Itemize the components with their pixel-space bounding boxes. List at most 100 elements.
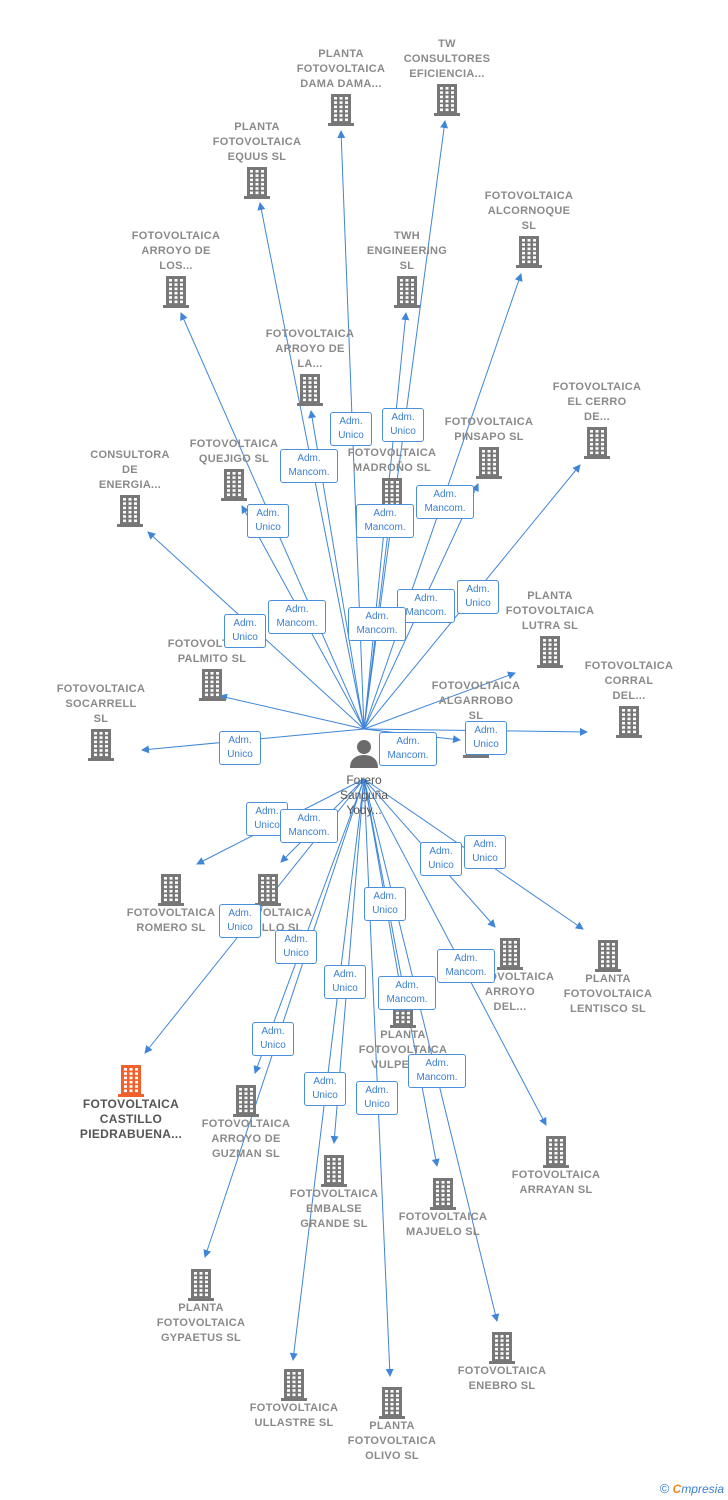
role-badge-socarrell: Adm. Unico (219, 731, 261, 765)
company-node-equus[interactable]: PLANTA FOTOVOLTAICA EQUUS SL (192, 120, 322, 199)
company-label: FOTOVOLTAICA ULLASTRE SL (249, 1402, 339, 1429)
company-node-lutra[interactable]: PLANTA FOTOVOLTAICA LUTRA SL (485, 589, 615, 668)
company-label: PLANTA FOTOVOLTAICA LENTISCO SL (563, 973, 653, 1015)
role-badge-embalse: Adm. Unico (324, 965, 366, 999)
brand-name: mpresia (681, 1482, 724, 1496)
company-label: PLANTA FOTOVOLTAICA GYPAETUS SL (156, 1302, 246, 1344)
company-node-enebro[interactable]: FOTOVOLTAICA ENEBRO SL (437, 1330, 567, 1394)
company-node-gypaetus[interactable]: PLANTA FOTOVOLTAICA GYPAETUS SL (136, 1267, 266, 1346)
edge-lutra (363, 671, 516, 730)
building-icon (221, 469, 247, 501)
building-icon (233, 1085, 259, 1117)
company-node-quejigo[interactable]: FOTOVOLTAICA QUEJIGO SL (169, 437, 299, 501)
copyright-symbol: © (659, 1481, 670, 1496)
role-badge-lentisco: Adm. Unico (464, 835, 506, 869)
company-node-majuelo[interactable]: FOTOVOLTAICA MAJUELO SL (378, 1176, 508, 1240)
role-badge-tomillo: Adm. Mancom. (280, 809, 338, 843)
company-node-socarrell[interactable]: FOTOVOLTAICA SOCARRELL SL (36, 682, 166, 761)
building-icon (516, 236, 542, 268)
building-icon (188, 1269, 214, 1301)
company-label: TWH ENGINEERING SL (366, 230, 448, 272)
role-badge-guzman: Adm. Unico (275, 930, 317, 964)
role-badge-madrono: Adm. Mancom. (348, 607, 406, 641)
building-icon (616, 706, 642, 738)
company-label: FOTOVOLTAICA PALMITO SL (167, 638, 257, 665)
company-label: FOTOVOLTAICA ARROYO DE LA... (265, 328, 355, 370)
center-person-label: Forero Sanguña Yody... (339, 773, 389, 817)
building-icon (321, 1155, 347, 1187)
company-node-algarrobo[interactable]: FOTOVOLTAICA ALGARROBO SL (411, 679, 541, 758)
building-icon (543, 1136, 569, 1168)
company-node-arroyodel[interactable]: FOTOVOLTAICA ARROYO DEL... (445, 936, 575, 1015)
company-node-tw[interactable]: TW CONSULTORES EFICIENCIA... (382, 37, 512, 116)
edge-olivo (363, 778, 394, 1377)
company-node-ullastre[interactable]: FOTOVOLTAICA ULLASTRE SL (229, 1367, 359, 1431)
role-badge-olivo: Adm. Unico (356, 1081, 398, 1115)
company-node-arrayan[interactable]: FOTOVOLTAICA ARRAYAN SL (491, 1134, 621, 1198)
building-icon (88, 729, 114, 761)
company-label: FOTOVOLTAICA ALCORNOQUE SL (484, 190, 574, 232)
company-node-castillo[interactable]: FOTOVOLTAICA CASTILLO PIEDRABUENA... (66, 1063, 196, 1142)
company-node-olivo[interactable]: PLANTA FOTOVOLTAICA OLIVO SL (327, 1385, 457, 1464)
building-icon (476, 447, 502, 479)
company-node-romero[interactable]: FOTOVOLTAICA ROMERO SL (106, 872, 236, 936)
brand-initial: C (672, 1482, 682, 1496)
company-label: FOTOVOLTAICA ARRAYAN SL (511, 1169, 601, 1196)
company-node-lentisco[interactable]: PLANTA FOTOVOLTAICA LENTISCO SL (543, 938, 673, 1017)
building-icon (244, 167, 270, 199)
company-node-guzman[interactable]: FOTOVOLTAICA ARROYO DE GUZMAN SL (181, 1083, 311, 1162)
company-label: FOTOVOLTAICA MAJUELO SL (398, 1211, 488, 1238)
company-node-arroyolos[interactable]: FOTOVOLTAICA ARROYO DE LOS... (111, 229, 241, 308)
building-icon (117, 495, 143, 527)
building-icon (118, 1065, 144, 1097)
role-badge-enebro: Adm. Unico (364, 887, 406, 921)
role-badge-twh: Adm. Mancom. (356, 504, 414, 538)
building-icon (537, 636, 563, 668)
company-label: TW CONSULTORES EFICIENCIA... (403, 38, 491, 80)
building-icon (394, 276, 420, 308)
center-person-node[interactable]: Forero Sanguña Yody... (319, 737, 409, 818)
building-icon (255, 874, 281, 906)
company-node-twh[interactable]: TWH ENGINEERING SL (342, 229, 472, 308)
company-node-pinsapo[interactable]: FOTOVOLTAICA PINSAPO SL (424, 415, 554, 479)
copyright-footer: © Cmpresia (660, 1481, 724, 1496)
company-label: FOTOVOLTAICA EL CERRO DE... (552, 381, 642, 423)
role-badge-dama: Adm. Unico (330, 412, 372, 446)
role-badge-arroyola: Adm. Mancom. (280, 449, 338, 483)
company-node-cerro[interactable]: FOTOVOLTAICA EL CERRO DE... (532, 380, 662, 459)
edge-ullastre (289, 778, 365, 1361)
company-node-consultora[interactable]: CONSULTORA DE ENERGIA... (65, 448, 195, 527)
company-label: FOTOVOLTAICA ALGARROBO SL (431, 680, 521, 722)
company-label: FOTOVOLTAICA MADROÑO SL (347, 447, 437, 474)
building-icon (199, 669, 225, 701)
company-label: FOTOVOLTAICA SOCARRELL SL (56, 683, 146, 725)
company-label: FOTOVOLTAICA ARROYO DE LOS... (131, 230, 221, 272)
role-badge-arroyodel: Adm. Mancom. (437, 949, 495, 983)
company-label: PLANTA FOTOVOLTAICA DAMA DAMA... (296, 48, 386, 90)
role-badge-alcornoque: Adm. Mancom. (416, 485, 474, 519)
role-badge-tw: Adm. Unico (382, 408, 424, 442)
company-label: FOTOVOLTAICA ARROYO DE GUZMAN SL (201, 1118, 291, 1160)
building-icon (584, 427, 610, 459)
company-node-dama[interactable]: PLANTA FOTOVOLTAICA DAMA DAMA... (276, 47, 406, 126)
company-node-embalse[interactable]: FOTOVOLTAICA EMBALSE GRANDE SL (269, 1153, 399, 1232)
company-node-alcornoque[interactable]: FOTOVOLTAICA ALCORNOQUE SL (464, 189, 594, 268)
company-label: FOTOVOLTAICA CASTILLO PIEDRABUENA... (79, 1097, 183, 1141)
building-icon (281, 1369, 307, 1401)
company-label: PLANTA FOTOVOLTAICA EQUUS SL (212, 121, 302, 163)
edge-gypaetus (203, 778, 365, 1258)
role-badge-palmito: Adm. Mancom. (268, 600, 326, 634)
company-node-palmito[interactable]: FOTOVOLTAICA PALMITO SL (147, 637, 277, 701)
building-icon (434, 84, 460, 116)
company-label: FOTOVOLTAICA ROMERO SL (126, 907, 216, 934)
role-badge-pinsapo: Adm. Mancom. (397, 589, 455, 623)
company-node-corral[interactable]: FOTOVOLTAICA CORRAL DEL... (564, 659, 694, 738)
company-node-arroyola[interactable]: FOTOVOLTAICA ARROYO DE LA... (245, 327, 375, 406)
role-badge-arrayan: Adm. Unico (420, 842, 462, 876)
role-badge-gypaetus: Adm. Unico (252, 1022, 294, 1056)
company-node-madrono[interactable]: FOTOVOLTAICA MADROÑO SL (327, 446, 457, 510)
role-badge-ullastre: Adm. Unico (304, 1072, 346, 1106)
role-badge-lutra: Adm. Unico (457, 580, 499, 614)
building-icon (497, 938, 523, 970)
